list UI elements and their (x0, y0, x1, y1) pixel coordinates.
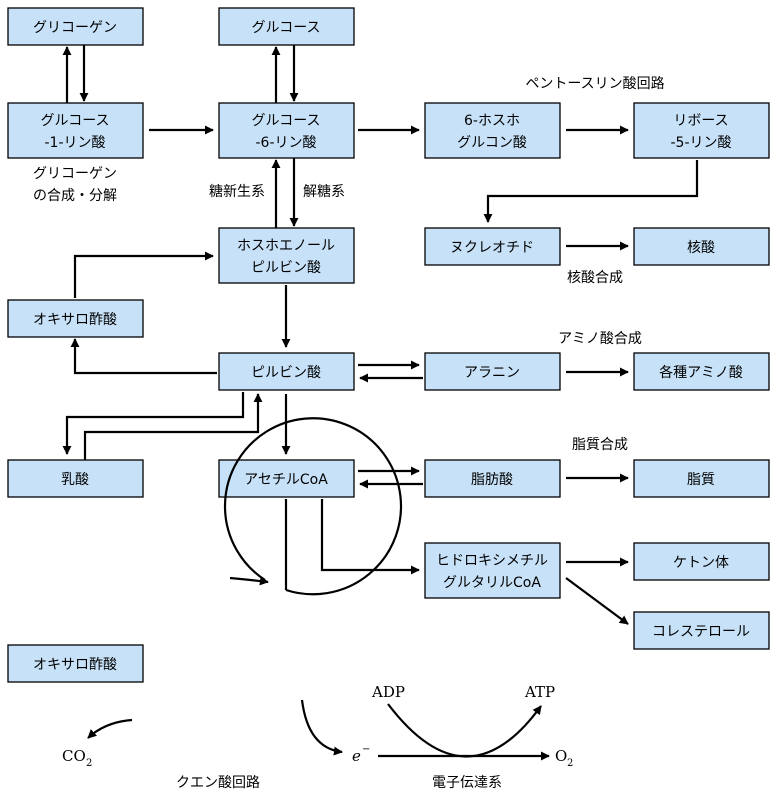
node-hmg-coa: ヒドロキシメチル グルタリルCoA (424, 542, 561, 599)
node-glycogen: グリコーゲン (7, 7, 144, 46)
svg-text:6-ホスホ: 6-ホスホ (464, 113, 520, 129)
svg-text:アセチルCoA: アセチルCoA (244, 472, 328, 488)
svg-text:グルコース: グルコース (251, 20, 320, 36)
node-amino-acids: 各種アミノ酸 (633, 352, 770, 391)
arrow-acetyl-coa-to-hmg-coa (320, 499, 420, 575)
label-nucleic-acid-synthesis: 核酸合成 (567, 270, 623, 286)
label-glycogen-synthesis-line2: の合成・分解 (33, 188, 117, 204)
svg-text:脂質: 脂質 (687, 472, 715, 488)
label-electron-transport-chain: 電子伝達系 (432, 775, 502, 791)
label-citric-acid-cycle: クエン酸回路 (176, 775, 260, 791)
node-acetyl-coa: アセチルCoA (218, 459, 355, 498)
svg-text:グルタリルCoA: グルタリルCoA (443, 575, 541, 591)
svg-text:グルコン酸: グルコン酸 (457, 135, 527, 151)
node-oxaloacetate-cycle: オキサロ酢酸 (7, 644, 144, 683)
arrow-lactate-to-pyruvate (83, 393, 263, 460)
svg-text:乳酸: 乳酸 (61, 472, 89, 488)
arrow-pyruvate-to-lactate (62, 392, 245, 455)
svg-text:アラニン: アラニン (464, 365, 520, 381)
arrow-cycle-direction (229, 576, 269, 586)
svg-text:e: e (352, 747, 361, 765)
svg-text:−: − (362, 744, 370, 755)
svg-text:-5-リン酸: -5-リン酸 (670, 135, 731, 151)
arrow-oxaloacetate-to-pep (73, 251, 214, 298)
label-electron: e − (352, 744, 370, 765)
label-gluconeogenesis: 糖新生系 (209, 184, 265, 200)
node-glucose-1-phosphate: グルコース -1-リン酸 (7, 102, 144, 159)
arrow-cycle-to-co2 (87, 718, 133, 739)
svg-text:-6-リン酸: -6-リン酸 (255, 135, 316, 151)
citric-acid-cycle-ring (223, 417, 403, 596)
node-oxaloacetate-top: オキサロ酢酸 (7, 299, 144, 338)
svg-text:各種アミノ酸: 各種アミノ酸 (659, 365, 743, 381)
arrow-hmg-coa-to-cholesterol (565, 577, 629, 625)
node-phosphoenolpyruvate: ホスホエノール ピルビン酸 (218, 227, 355, 284)
svg-text:グリコーゲン: グリコーゲン (33, 20, 117, 36)
svg-text:CO: CO (62, 747, 86, 765)
label-adp: ADP (371, 683, 405, 701)
svg-text:オキサロ酢酸: オキサロ酢酸 (33, 657, 117, 673)
svg-text:ヒドロキシメチル: ヒドロキシメチル (436, 553, 548, 569)
node-nucleic-acid: 核酸 (633, 227, 770, 266)
svg-text:ピルビン酸: ピルビン酸 (251, 260, 321, 276)
svg-text:-1-リン酸: -1-リン酸 (44, 135, 105, 151)
label-glycogen-synthesis-line1: グリコーゲン (33, 166, 117, 182)
node-glucose: グルコース (218, 7, 355, 46)
node-cholesterol: コレステロール (633, 611, 770, 650)
svg-text:ケトン体: ケトン体 (673, 555, 729, 571)
node-ribose-5-phosphate: リボース -5-リン酸 (633, 102, 770, 159)
svg-text:核酸: 核酸 (687, 240, 715, 256)
node-ketone-body: ケトン体 (633, 542, 770, 581)
node-glucose-6-phosphate: グルコース -6-リン酸 (218, 102, 355, 159)
svg-text:2: 2 (86, 758, 92, 769)
label-atp: ATP (524, 683, 555, 701)
svg-text:グルコース: グルコース (40, 113, 109, 129)
svg-text:ピルビン酸: ピルビン酸 (251, 365, 321, 381)
label-o2: O 2 (555, 747, 573, 769)
svg-text:脂肪酸: 脂肪酸 (471, 472, 513, 488)
label-pentose-phosphate-pathway: ペントースリン酸回路 (525, 76, 664, 92)
label-lipid-synthesis: 脂質合成 (572, 437, 628, 453)
svg-text:2: 2 (567, 758, 573, 769)
node-fatty-acid: 脂肪酸 (424, 459, 561, 498)
node-lipid: 脂質 (633, 459, 770, 498)
node-lactate: 乳酸 (7, 459, 144, 498)
arrow-cycle-to-electron (300, 699, 343, 756)
svg-text:ヌクレオチド: ヌクレオチド (450, 240, 534, 256)
svg-text:O: O (555, 747, 567, 765)
label-glycolysis: 解糖系 (303, 184, 345, 200)
node-alanine: アラニン (424, 352, 561, 391)
node-pyruvate: ピルビン酸 (218, 352, 355, 391)
arrow-ribose5p-to-nucleotide (483, 160, 699, 223)
label-amino-acid-synthesis: アミノ酸合成 (558, 331, 642, 347)
node-6-phosphogluconate: 6-ホスホ グルコン酸 (424, 102, 561, 159)
svg-text:コレステロール: コレステロール (652, 624, 750, 640)
svg-text:リボース: リボース (673, 113, 728, 129)
svg-text:グルコース: グルコース (251, 113, 320, 129)
node-nucleotide: ヌクレオチド (424, 227, 561, 266)
svg-text:ホスホエノール: ホスホエノール (237, 238, 335, 254)
arrow-pyruvate-to-oxaloacetate (70, 338, 217, 375)
svg-text:オキサロ酢酸: オキサロ酢酸 (33, 312, 117, 328)
label-co2: CO 2 (62, 747, 92, 769)
arrow-adp-to-atp (387, 703, 542, 758)
